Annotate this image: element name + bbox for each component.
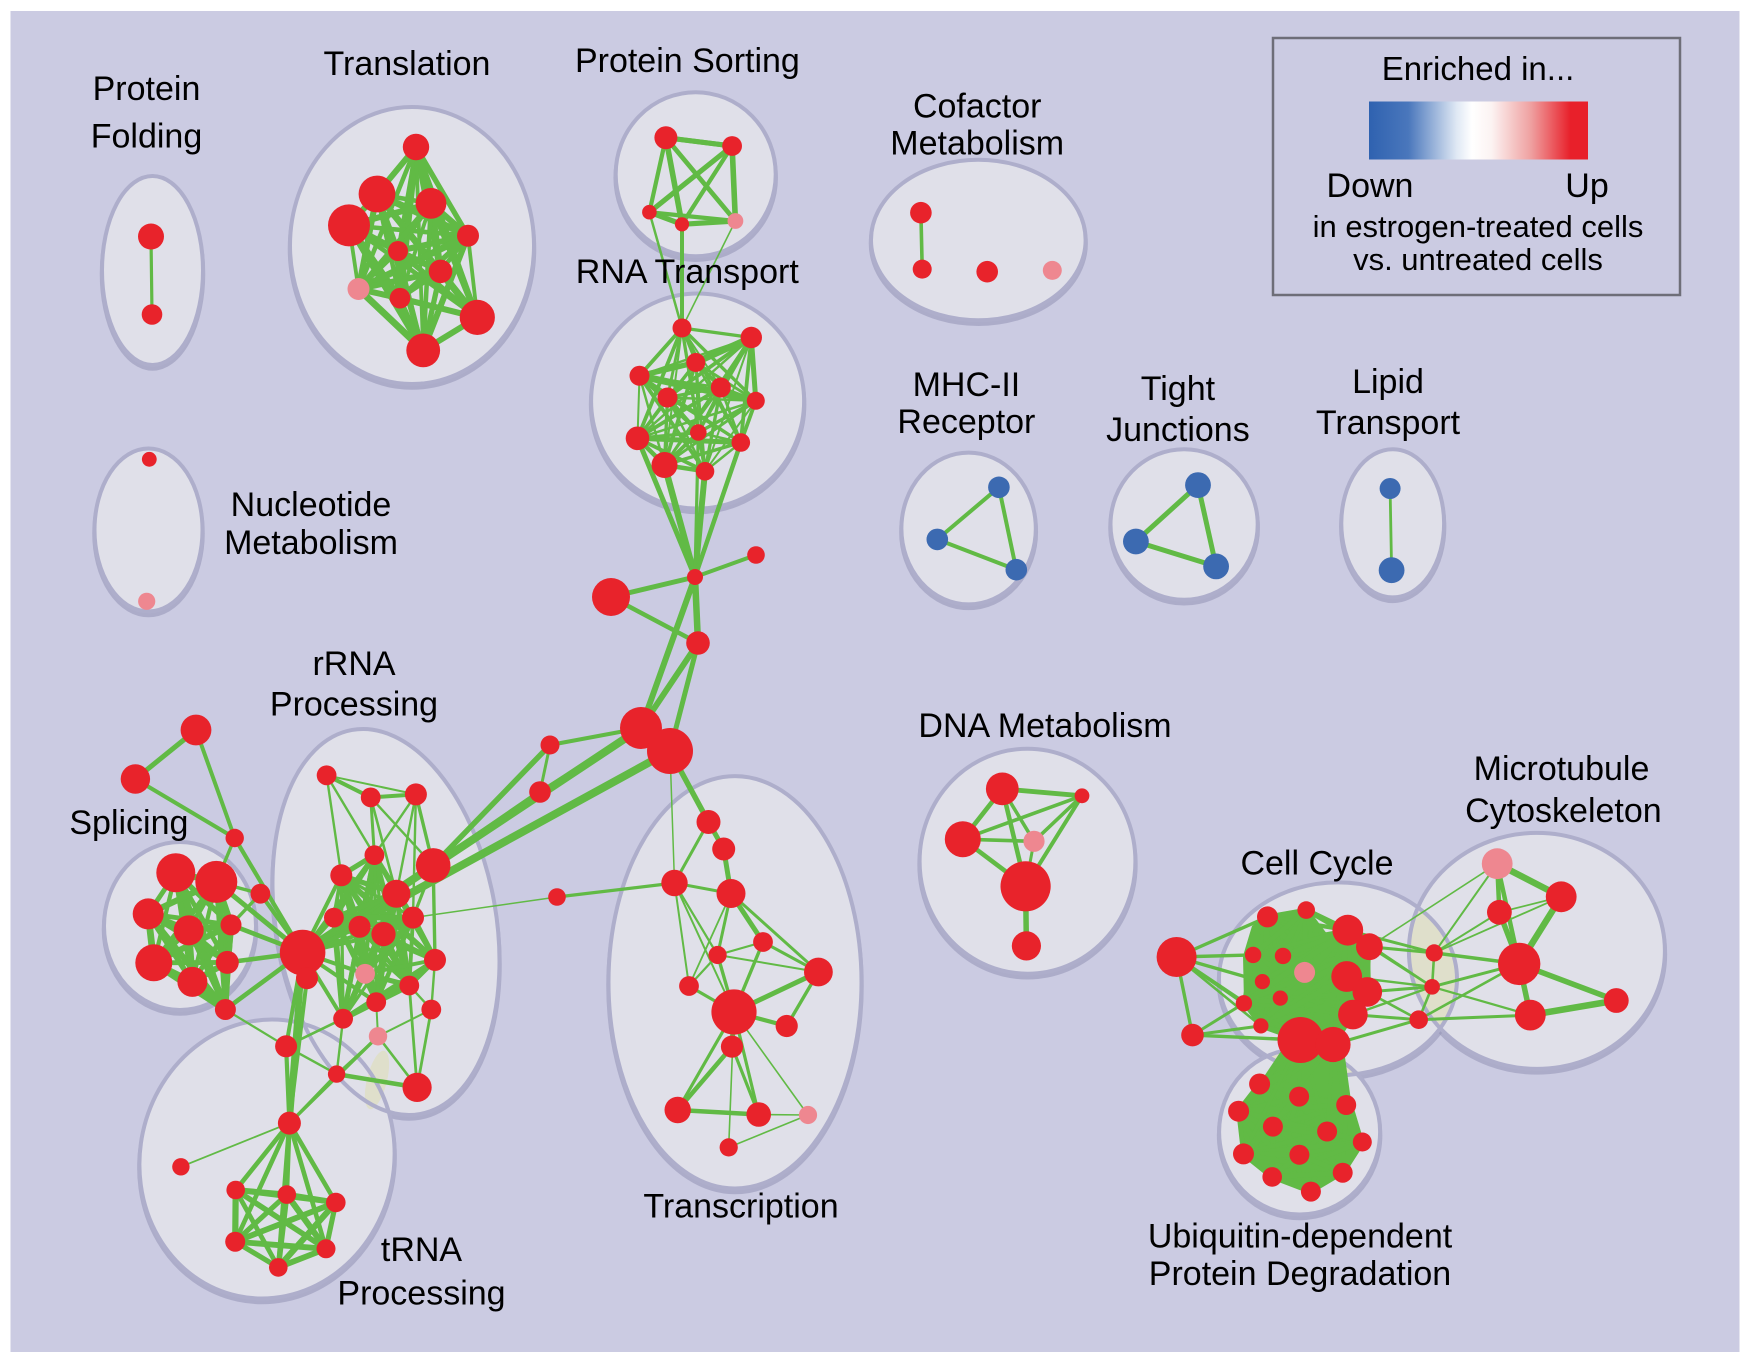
svg-text:Folding: Folding [91, 118, 203, 156]
svg-text:tRNA: tRNA [381, 1231, 463, 1269]
svg-text:Nucleotide: Nucleotide [231, 486, 392, 524]
svg-text:Translation: Translation [324, 45, 491, 83]
svg-text:Processing: Processing [270, 685, 438, 723]
svg-text:Transcription: Transcription [643, 1187, 838, 1225]
svg-text:Tight: Tight [1141, 370, 1216, 408]
svg-text:rRNA: rRNA [312, 645, 395, 683]
svg-text:Protein Degradation: Protein Degradation [1149, 1255, 1451, 1293]
svg-text:Cytoskeleton: Cytoskeleton [1465, 792, 1662, 830]
svg-text:Lipid: Lipid [1352, 363, 1424, 401]
svg-text:Processing: Processing [337, 1275, 505, 1313]
svg-text:Cofactor: Cofactor [913, 88, 1042, 126]
svg-text:Receptor: Receptor [897, 403, 1035, 441]
svg-text:Metabolism: Metabolism [224, 524, 398, 562]
svg-text:Junctions: Junctions [1106, 411, 1250, 449]
svg-text:Protein Sorting: Protein Sorting [575, 42, 800, 80]
svg-text:Splicing: Splicing [69, 804, 188, 842]
svg-text:Protein: Protein [93, 70, 201, 108]
svg-text:Down: Down [1327, 167, 1414, 205]
svg-text:MHC-II: MHC-II [913, 366, 1021, 404]
svg-text:Up: Up [1565, 167, 1608, 205]
svg-text:Metabolism: Metabolism [890, 125, 1064, 163]
svg-text:Microtubule: Microtubule [1474, 750, 1650, 788]
svg-text:vs. untreated cells: vs. untreated cells [1353, 242, 1603, 277]
svg-text:Enriched in...: Enriched in... [1382, 50, 1575, 87]
svg-text:Transport: Transport [1316, 404, 1461, 442]
svg-text:in estrogen-treated cells: in estrogen-treated cells [1313, 209, 1644, 244]
svg-text:Cell Cycle: Cell Cycle [1240, 845, 1393, 883]
svg-text:RNA Transport: RNA Transport [576, 253, 800, 291]
svg-text:DNA Metabolism: DNA Metabolism [918, 707, 1171, 745]
svg-text:Ubiquitin-dependent: Ubiquitin-dependent [1148, 1218, 1453, 1256]
